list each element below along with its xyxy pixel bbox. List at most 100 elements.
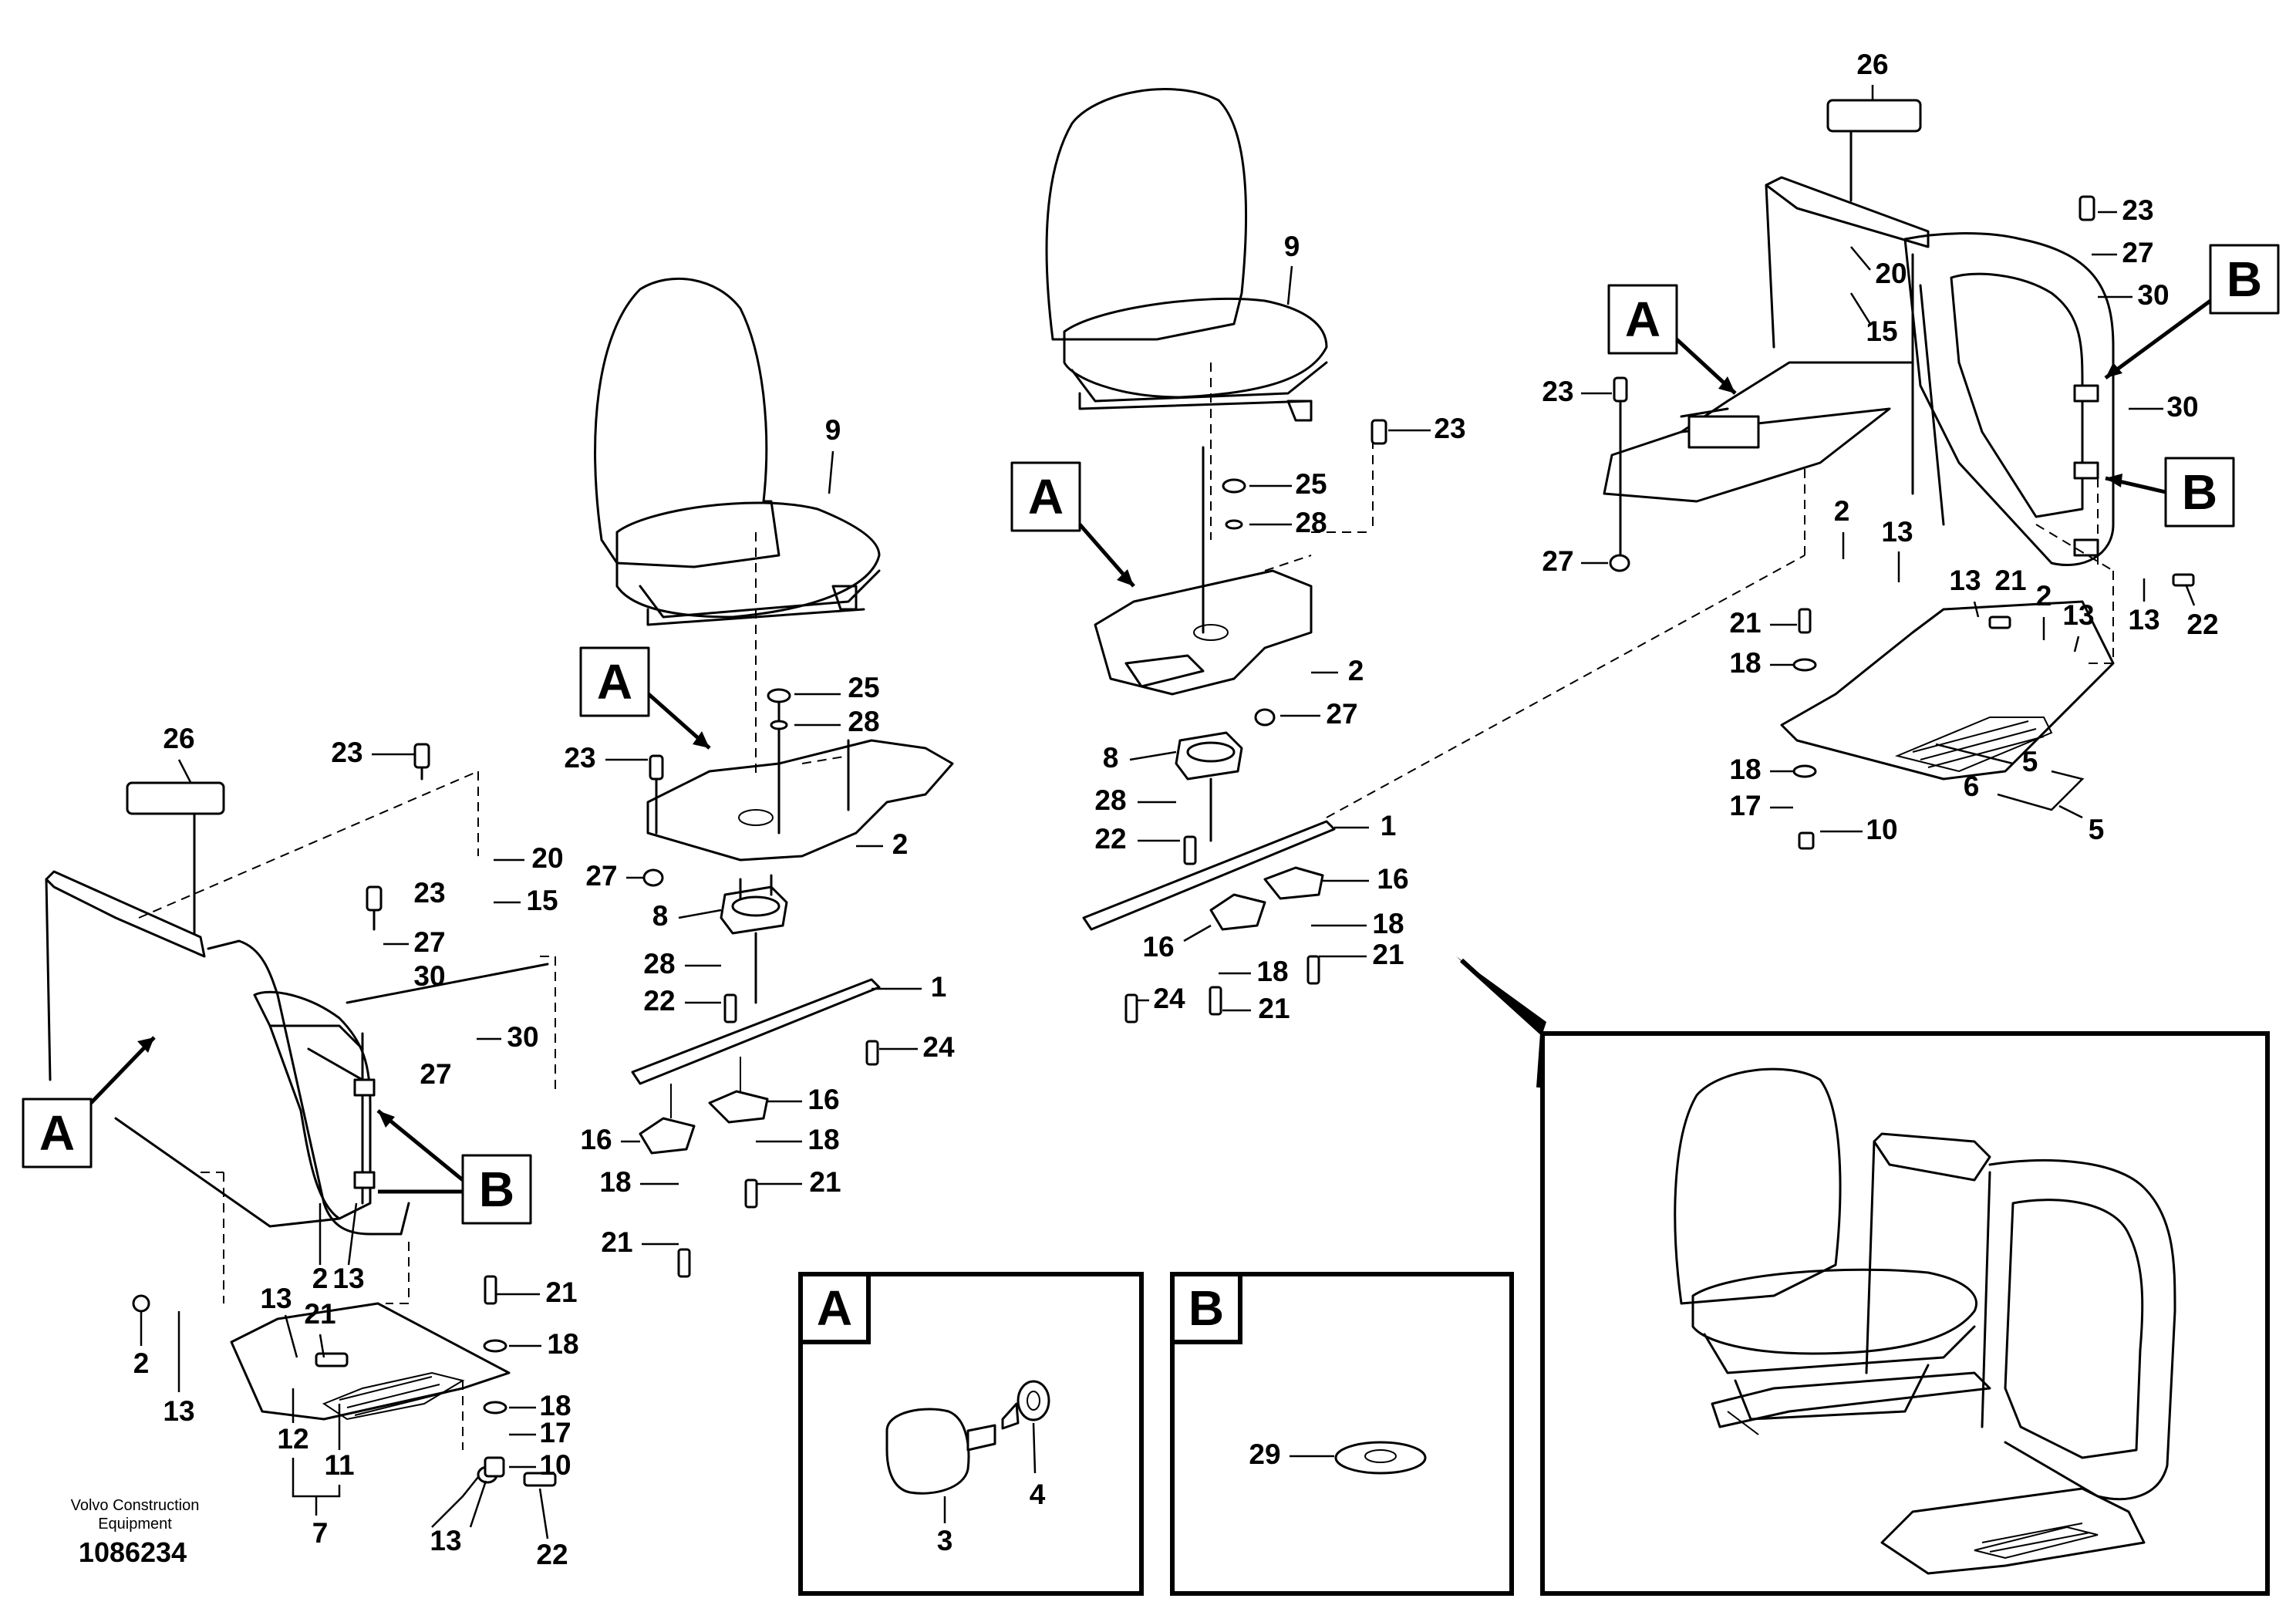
label-11: 11 [324, 1449, 354, 1481]
label-14h: 13 [2128, 604, 2159, 636]
label-18e: 18 [1372, 908, 1404, 939]
callouts: 26 23 20 15 23 27 30 27 30 9 25 28 23 2 … [126, 49, 2219, 1570]
label-30c: 30 [2137, 279, 2169, 311]
label-22a: 23 [331, 737, 362, 768]
label-8a: 8 [652, 900, 669, 932]
label-1a: 1 [931, 971, 947, 1003]
detail-box-a: A 3 4 [798, 1272, 1144, 1596]
swivel-plate-center [1094, 424, 1374, 696]
label-18c: 18 [547, 1328, 578, 1360]
label-8b: 8 [1103, 742, 1119, 774]
label-18d: 18 [539, 1390, 571, 1421]
detail-b-label-29: 29 [1249, 1438, 1280, 1470]
label-6: 5 [2022, 746, 2038, 777]
label-30d: 30 [2166, 391, 2198, 423]
label-16d: 16 [1142, 931, 1174, 963]
label-27c: 27 [585, 860, 617, 892]
label-14c: 13 [163, 1395, 194, 1427]
label-22b: 23 [413, 877, 445, 909]
label-14d: 13 [430, 1525, 461, 1556]
label-10: 7 [312, 1517, 329, 1549]
label-22f: 23 [1542, 376, 1573, 407]
svg-text:B: B [1188, 1280, 1224, 1336]
label-2a: 2 [892, 828, 909, 860]
label-14g: 13 [2062, 599, 2094, 631]
label-13b: 10 [1866, 814, 1897, 845]
seat-assembly-center [1045, 88, 1328, 634]
view-marker-a-2: A [579, 646, 711, 750]
label-18f: 18 [1256, 956, 1288, 987]
label-19b: 20 [1875, 258, 1907, 289]
label-27d: 27 [1326, 698, 1357, 730]
label-21c: 21 [304, 1298, 335, 1330]
label-27a: 27 [413, 926, 445, 958]
label-9b: 9 [1284, 231, 1300, 262]
label-27b: 27 [420, 1058, 451, 1090]
label-21h: 21 [1729, 607, 1761, 639]
label-24a: 25 [848, 672, 879, 703]
label-21f: 21 [1258, 993, 1290, 1024]
label-19a: 20 [531, 842, 563, 874]
assembled-view-inset [1456, 956, 2270, 1596]
label-21d: 21 [545, 1276, 577, 1308]
view-marker-b-2: B [2104, 244, 2280, 380]
label-14a: 13 [332, 1263, 364, 1294]
armrest-pad-left [126, 781, 225, 815]
knob-part [885, 1408, 970, 1495]
connector-lines [138, 463, 2114, 1450]
footrest-right [1780, 600, 2115, 781]
base-frame-right [1603, 99, 2115, 567]
label-23b: 22 [2186, 609, 2218, 640]
label-16b: 16 [580, 1124, 612, 1155]
label-9a: 9 [825, 414, 841, 446]
label-12: 12 [277, 1423, 308, 1455]
label-18a: 18 [807, 1124, 839, 1155]
label-30a: 30 [413, 960, 445, 992]
fasteners [132, 195, 2195, 1487]
label-27e: 27 [2122, 237, 2153, 268]
slide-rail-center [1082, 463, 1805, 931]
label-17a: 17 [539, 1417, 571, 1448]
label-13a: 10 [539, 1449, 571, 1481]
label-2d: 2 [1348, 655, 1364, 686]
washer-29 [1334, 1441, 1427, 1475]
label-16a: 16 [807, 1084, 839, 1115]
brand-line-1: Volvo Construction [71, 1497, 200, 1514]
label-2e: 2 [1834, 495, 1850, 527]
svg-text:B: B [479, 1162, 514, 1217]
view-marker-b-1: B [376, 1109, 532, 1225]
svg-text:A: A [39, 1105, 75, 1161]
view-marker-b-3: B [2105, 457, 2235, 528]
seat-assembly-left [594, 277, 881, 779]
detail-a-label-3: 3 [937, 1525, 953, 1556]
label-15b: 15 [1866, 315, 1897, 347]
label-14e: 13 [1881, 516, 1913, 548]
label-22e: 23 [2122, 194, 2153, 226]
label-27f: 27 [1542, 545, 1573, 577]
label-28c: 28 [1295, 507, 1327, 538]
detail-a-label-4: 4 [1030, 1479, 1046, 1510]
label-28d: 28 [1094, 784, 1126, 816]
label-15a: 15 [526, 885, 558, 916]
svg-text:B: B [2227, 251, 2262, 307]
label-21e: 21 [1372, 939, 1404, 970]
label-28a: 28 [848, 706, 879, 737]
label-25: 26 [163, 723, 194, 754]
label-24b: 25 [1295, 468, 1327, 500]
label-28b: 28 [643, 948, 675, 980]
label-7: 6 [1964, 771, 1980, 802]
label-21b: 21 [601, 1226, 632, 1258]
washer-part [1017, 1380, 1050, 1421]
label-22d: 23 [1434, 413, 1465, 444]
view-marker-a-1: A [22, 1036, 156, 1168]
label-21g: 21 [1994, 565, 2026, 596]
label-22c: 23 [564, 742, 595, 774]
label-18b: 18 [599, 1166, 631, 1198]
brand-line-2: Equipment [98, 1516, 172, 1533]
label-23a: 22 [536, 1539, 568, 1570]
view-marker-a-3: A [1010, 461, 1135, 588]
label-14b: 13 [260, 1283, 292, 1314]
label-20b: 22 [1094, 823, 1126, 855]
brand-block: Volvo Construction Equipment 1086234 [71, 1497, 200, 1568]
